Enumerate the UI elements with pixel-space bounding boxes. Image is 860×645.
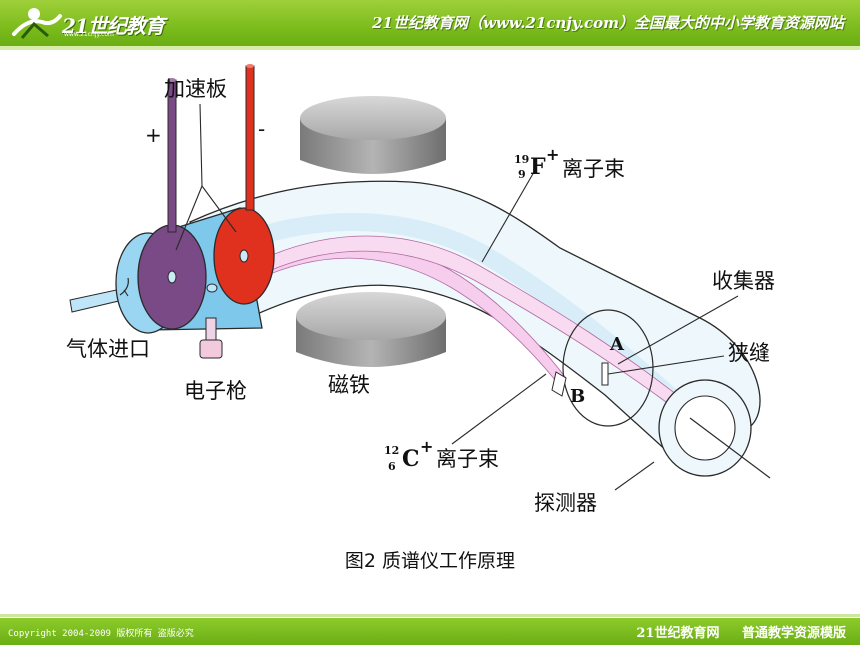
negative-sign: -	[258, 117, 265, 141]
magnet-upper	[300, 96, 446, 174]
f-symbol: F	[530, 154, 546, 180]
accel-plate-positive	[137, 78, 207, 330]
electron-gun-label: 电子枪	[184, 379, 247, 403]
detector	[658, 379, 771, 479]
c-atomic-number: 6	[388, 460, 396, 473]
gas-inlet-label: 气体进口	[66, 337, 150, 361]
collector-label: 收集器	[712, 269, 775, 293]
footer-stripe	[0, 614, 860, 617]
detector-label: 探测器	[534, 491, 597, 515]
f-mass-number: 19	[514, 153, 529, 166]
point-b-label: B	[570, 386, 585, 407]
header-stripe	[0, 46, 860, 50]
logo-url: www.21cnjy.com	[64, 31, 114, 38]
electron-hole	[206, 283, 218, 293]
f-charge: +	[546, 145, 559, 164]
magnet-label: 磁铁	[328, 373, 370, 397]
leader-lines	[123, 103, 739, 491]
f-beam-label: 离子束	[562, 157, 625, 181]
positive-sign: +	[145, 123, 162, 147]
accel-plates-label: 加速板	[164, 77, 227, 101]
magnet-lower	[296, 292, 446, 367]
collector-ring	[551, 309, 654, 427]
site-slogan: 21世纪教育网（www.21cnjy.com）全国最大的中小学教育资源网站	[372, 14, 844, 32]
slit-label: 狭缝	[728, 341, 770, 365]
c-symbol: C	[402, 446, 420, 472]
mass-spectrometer-diagram: 加速板 + - 气体进口 电子枪 磁铁 19 9 F + 离子束 12 6 C …	[66, 64, 775, 515]
header-bar	[0, 0, 860, 46]
logo-text: 21世纪教育	[62, 14, 165, 38]
accel-plate-negative	[213, 64, 275, 305]
f-atomic-number: 9	[518, 168, 526, 181]
electron-gun	[199, 317, 223, 359]
copyright-text: Copyright 2004-2009 版权所有 盗版必究	[8, 629, 194, 639]
c-mass-number: 12	[384, 444, 399, 457]
figure-caption: 图2 质谱仪工作原理	[344, 550, 516, 572]
footer-brand-text: 21世纪教育网 普通教学资源模版	[636, 626, 846, 641]
c-charge: +	[420, 437, 433, 456]
point-a-label: A	[609, 334, 625, 355]
c-beam-label: 离子束	[436, 447, 499, 471]
footer-bar	[0, 618, 860, 645]
logo-icon	[12, 8, 62, 39]
